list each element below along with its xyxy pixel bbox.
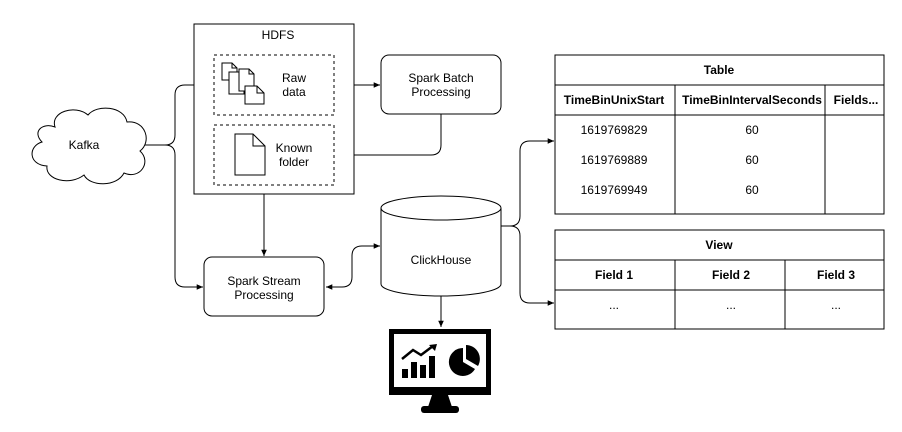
spark-batch-label-line2: Processing <box>411 85 470 99</box>
table-title: Table <box>704 63 735 77</box>
arrow-spark-stream-clickhouse <box>326 243 380 290</box>
arrow-clickhouse-to-table <box>500 138 554 227</box>
dashboard-monitor-icon <box>389 329 491 413</box>
view-header-field-2: Field 2 <box>712 268 750 282</box>
known-folder-label-line1: Known <box>276 141 313 155</box>
table-cell: 60 <box>745 183 759 197</box>
view-cell: ... <box>609 298 619 312</box>
table-cell: 1619769829 <box>581 123 648 137</box>
spark-batch-label-line1: Spark Batch <box>408 71 473 85</box>
raw-data-label-line2: data <box>282 85 306 99</box>
raw-data-label-line1: Raw <box>282 71 306 85</box>
view-panel: View Field 1 Field 2 Field 3 ... ... ... <box>554 229 885 330</box>
view-title: View <box>705 238 733 252</box>
arrow-kafka-to-raw-data <box>145 82 213 146</box>
hdfs-container: HDFS Raw data Known folder <box>193 23 355 195</box>
spark-stream-box: Spark Stream Processing <box>203 256 325 317</box>
arrow-kafka-to-spark-stream <box>145 144 203 290</box>
known-folder-label-line2: folder <box>279 155 309 169</box>
arrow-clickhouse-to-view <box>500 225 554 306</box>
pie-chart-icon <box>448 345 480 376</box>
known-folder-box: Known folder <box>213 124 335 186</box>
table-cell: 1619769949 <box>581 183 648 197</box>
view-cell: ... <box>726 298 736 312</box>
clickhouse-label: ClickHouse <box>411 253 472 267</box>
spark-batch-box: Spark Batch Processing <box>380 54 502 115</box>
table-header-fields: Fields... <box>834 93 879 107</box>
spark-stream-label-line1: Spark Stream <box>227 274 300 288</box>
table-header-time-bin-interval-seconds: TimeBinIntervalSeconds <box>682 93 822 107</box>
kafka-label: Kafka <box>69 138 100 152</box>
table-panel: Table TimeBinUnixStart TimeBinIntervalSe… <box>554 54 885 215</box>
spark-stream-label-line2: Processing <box>234 288 293 302</box>
table-cell: 1619769889 <box>581 153 648 167</box>
connectors <box>145 82 554 327</box>
view-header-field-1: Field 1 <box>595 268 633 282</box>
kafka-cloud: Kafka <box>31 107 147 185</box>
files-icon <box>221 62 265 105</box>
table-cell: 60 <box>745 153 759 167</box>
table-header-time-bin-unix-start: TimeBinUnixStart <box>564 93 664 107</box>
arrow-spark-batch-to-known-folder <box>336 114 442 158</box>
table-cell: 60 <box>745 123 759 137</box>
view-header-field-3: Field 3 <box>817 268 855 282</box>
bar-chart-icon <box>401 344 437 378</box>
file-icon <box>234 133 266 176</box>
hdfs-title: HDFS <box>262 28 295 42</box>
clickhouse-database: ClickHouse <box>380 195 502 297</box>
raw-data-box: Raw data <box>213 54 335 116</box>
view-cell: ... <box>831 298 841 312</box>
